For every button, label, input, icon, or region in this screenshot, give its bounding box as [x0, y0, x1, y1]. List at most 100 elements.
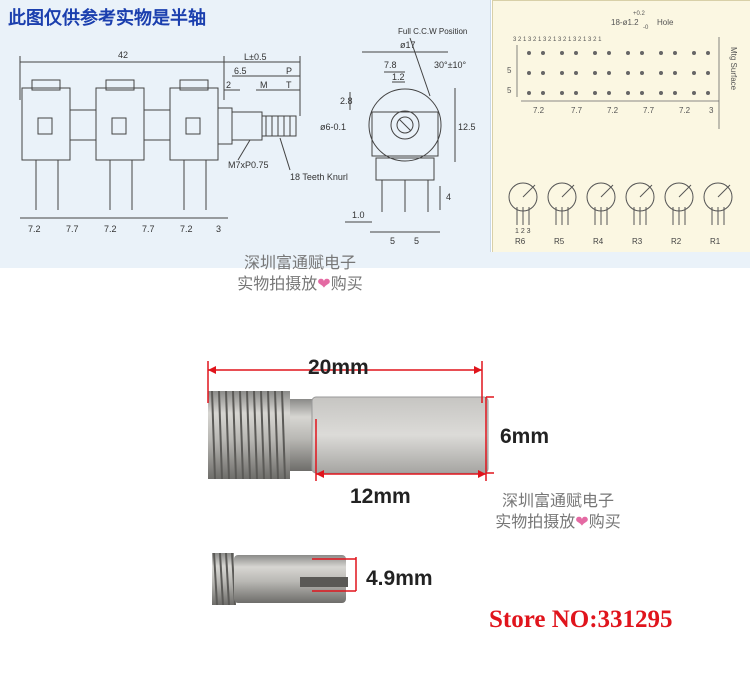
- pcb-dim-3: 7.2: [607, 106, 619, 115]
- dim-12mm: 12mm: [350, 485, 411, 508]
- front-2-8: 2.8: [340, 96, 353, 106]
- dim-overall: 42: [118, 50, 128, 60]
- front-5b: 5: [414, 236, 419, 246]
- hole-tol2: -0: [643, 25, 649, 31]
- pcb-hole: [560, 71, 564, 75]
- pcb-hole-grid: [527, 51, 710, 95]
- pcb-dim-5: 7.2: [679, 106, 691, 115]
- bottom-dim-1: 7.2: [28, 224, 41, 234]
- hole-word: Hole: [657, 18, 674, 27]
- side-and-front-drawing: 42 L±0.5 6.5 P 2 M T M7xP0.75 18 Teeth K…: [19, 27, 476, 246]
- schematic-wiper: [639, 184, 653, 198]
- pcb-hole-layout: 18-ø1.2 +0.2 -0 Hole 3 2 1 3 2 1 3 2 1 3…: [507, 11, 738, 246]
- front-dia: ø17: [400, 40, 416, 50]
- vert-dim-1: 5: [507, 66, 512, 75]
- watermark-bottom: 深圳富通赋电子 实物拍摄放❤购买: [495, 491, 621, 531]
- hole-tol: +0.2: [633, 11, 646, 17]
- thread-groove: [239, 390, 244, 480]
- thread-groove: [219, 552, 224, 606]
- schematic-r6: R6: [515, 237, 526, 246]
- pcb-hole: [673, 91, 677, 95]
- front-4: 4: [446, 192, 451, 202]
- thread-groove: [281, 390, 286, 480]
- pcb-hole: [640, 51, 644, 55]
- watermark-top: 深圳富通赋电子 实物拍摄放❤购买: [237, 253, 363, 293]
- dim-4-9mm: 4.9mm: [366, 567, 433, 590]
- pcb-hole: [560, 91, 564, 95]
- pcb-dim-1: 7.2: [533, 106, 545, 115]
- position-label: Full C.C.W Position: [398, 27, 467, 36]
- dim-6-5: 6.5: [234, 66, 247, 76]
- pcb-hole: [692, 51, 696, 55]
- drawing-area: 此图仅供参考实物是半轴: [0, 0, 750, 268]
- store-number: Store NO:331295: [489, 606, 673, 633]
- schematic-r4: R4: [593, 237, 604, 246]
- schematic-wiper: [678, 184, 692, 198]
- schematic-row: [508, 182, 733, 225]
- pcb-hole: [541, 91, 545, 95]
- thread-groove: [267, 390, 272, 480]
- pcb-hole: [527, 91, 531, 95]
- schematic-wiper: [522, 184, 536, 198]
- schematic-r2: R2: [671, 237, 682, 246]
- technical-drawing-panel: 此图仅供参考实物是半轴: [0, 0, 491, 268]
- pcb-hole: [541, 71, 545, 75]
- pcb-hole: [659, 71, 663, 75]
- pcb-hole: [607, 51, 611, 55]
- pcb-hole: [659, 91, 663, 95]
- front-12-5: 12.5: [458, 122, 476, 132]
- pcb-hole: [640, 71, 644, 75]
- thread-label: M7xP0.75: [228, 160, 269, 170]
- thread-groove: [225, 390, 230, 480]
- pcb-dim-2: 7.7: [571, 106, 583, 115]
- pcb-hole: [607, 71, 611, 75]
- schematic-r1: R1: [710, 237, 721, 246]
- heart-icon: ❤: [575, 512, 589, 531]
- dim-2: 2: [226, 80, 231, 90]
- heart-icon: ❤: [317, 274, 331, 293]
- thread-groove: [253, 390, 258, 480]
- schematic-wiper: [717, 184, 731, 198]
- pcb-dim-4: 7.7: [643, 106, 655, 115]
- short-shaft-photo: [212, 552, 348, 606]
- pcb-hole: [706, 91, 710, 95]
- vert-dim-2: 5: [507, 86, 512, 95]
- thread-groove: [225, 552, 230, 606]
- front-angle: 30°±10°: [434, 60, 467, 70]
- drawing-bottom-band: [0, 252, 750, 268]
- long-shaft-photo: [208, 390, 489, 480]
- schematic-wiper: [561, 184, 575, 198]
- thread-groove: [274, 390, 279, 480]
- dim-6mm: 6mm: [500, 425, 549, 448]
- thread-groove: [211, 390, 216, 480]
- bottom-dim-4: 7.7: [142, 224, 155, 234]
- mtg-surface-label: Mtg Surface: [729, 47, 738, 91]
- page-title: 此图仅供参考实物是半轴: [8, 8, 206, 29]
- pin-digits: 3 2 1 3 2 1 3 2 1 3 2 1 3 2 1 3 2 1: [513, 37, 602, 43]
- dim-l-tol: L±0.5: [244, 52, 266, 62]
- front-1-0: 1.0: [352, 210, 365, 220]
- pcb-hole: [574, 71, 578, 75]
- pcb-hole: [541, 51, 545, 55]
- schematic-r5: R5: [554, 237, 565, 246]
- pcb-hole: [673, 71, 677, 75]
- pcb-hole: [692, 91, 696, 95]
- pcb-hole: [593, 71, 597, 75]
- pcb-hole: [527, 51, 531, 55]
- pcb-hole: [593, 51, 597, 55]
- thread-groove: [246, 390, 251, 480]
- schematic-r3: R3: [632, 237, 643, 246]
- thread-groove: [260, 390, 265, 480]
- bottom-dim-2: 7.7: [66, 224, 79, 234]
- pcb-hole: [626, 71, 630, 75]
- schematic-pin-nums: 1 2 3: [515, 228, 531, 235]
- pcb-layout-panel: 18-ø1.2 +0.2 -0 Hole 3 2 1 3 2 1 3 2 1 3…: [492, 0, 750, 254]
- front-shaft-dia: ø6-0.1: [320, 122, 346, 132]
- pcb-hole: [607, 91, 611, 95]
- thread-groove: [232, 390, 237, 480]
- pcb-hole: [574, 51, 578, 55]
- thread-groove: [218, 390, 223, 480]
- knurl-label: 18 Teeth Knurl: [290, 172, 348, 182]
- pcb-hole: [640, 91, 644, 95]
- pcb-hole: [659, 51, 663, 55]
